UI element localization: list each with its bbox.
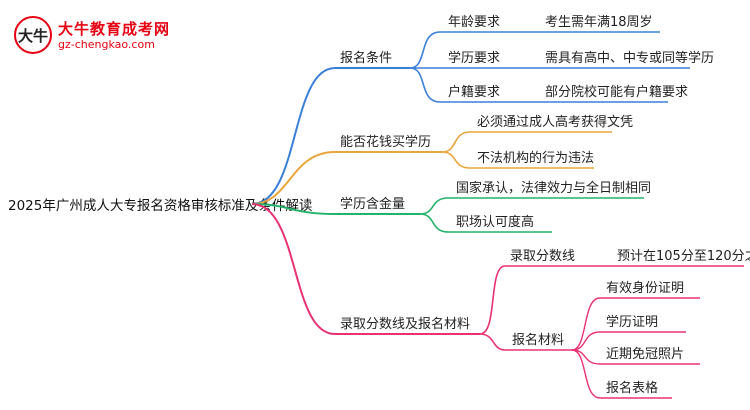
connector-root-branch-1 [251,151,336,205]
connector-0-0 [409,31,441,69]
connector-1-1 [441,151,471,169]
connector-3-1-1 [571,331,601,351]
node-0-1-detail: 需具有高中、中专或同等学历 [545,50,714,66]
node-3-1-0: 有效身份证明 [606,280,684,296]
branch-label-0: 报名条件 [340,50,392,66]
node-3-0: 录取分数线 [510,249,575,264]
node-2-0: 国家承认，法律效力与全日制相同 [456,180,651,196]
node-1-0: 必须通过成人高考获得文凭 [477,114,633,130]
node-3-1-1: 学历证明 [606,314,658,330]
logo-domain: gz-chengkao.com [58,38,155,51]
connector-root-branch-3 [251,203,336,335]
branch-label-3: 录取分数线及报名材料 [340,316,470,332]
node-2-1: 职场认可度高 [456,214,534,230]
connector-2-1 [419,213,449,233]
node-1-1: 不法机构的行为违法 [477,150,594,166]
node-0-2: 户籍要求 [448,84,500,100]
logo-name: 大牛教育成考网 [58,20,171,38]
connector-3-1 [479,333,506,351]
branch-label-1: 能否花钱买学历 [340,134,431,150]
connector-0-2 [409,67,441,103]
logo-badge: 大牛 [14,16,52,54]
connector-3-0 [479,265,506,335]
node-0-0-detail: 考生需年满18周岁 [545,15,653,30]
node-3-1: 报名材料 [512,332,564,348]
node-0-1: 学历要求 [448,50,500,66]
node-3-0-0: 预计在105分至120分之间 [617,249,750,264]
connector-3-1-0 [571,297,601,351]
site-logo[interactable]: 大牛 大牛教育成考网 gz-chengkao.com [14,16,214,56]
node-3-1-3: 报名表格 [606,380,658,396]
node-3-1-2: 近期免冠照片 [606,347,684,362]
connector-3-1-3 [571,349,601,399]
branch-label-2: 学历含金量 [340,196,405,212]
node-0-0: 年龄要求 [448,15,500,30]
connector-1-0 [441,131,471,153]
connector-root-branch-0 [251,67,336,205]
connector-2-0 [419,197,449,215]
connector-root-branch-2 [251,203,336,215]
root-topic: 2025年广州成人大专报名资格审核标准及条件解读 [8,197,312,214]
node-0-2-detail: 部分院校可能有户籍要求 [545,84,688,100]
